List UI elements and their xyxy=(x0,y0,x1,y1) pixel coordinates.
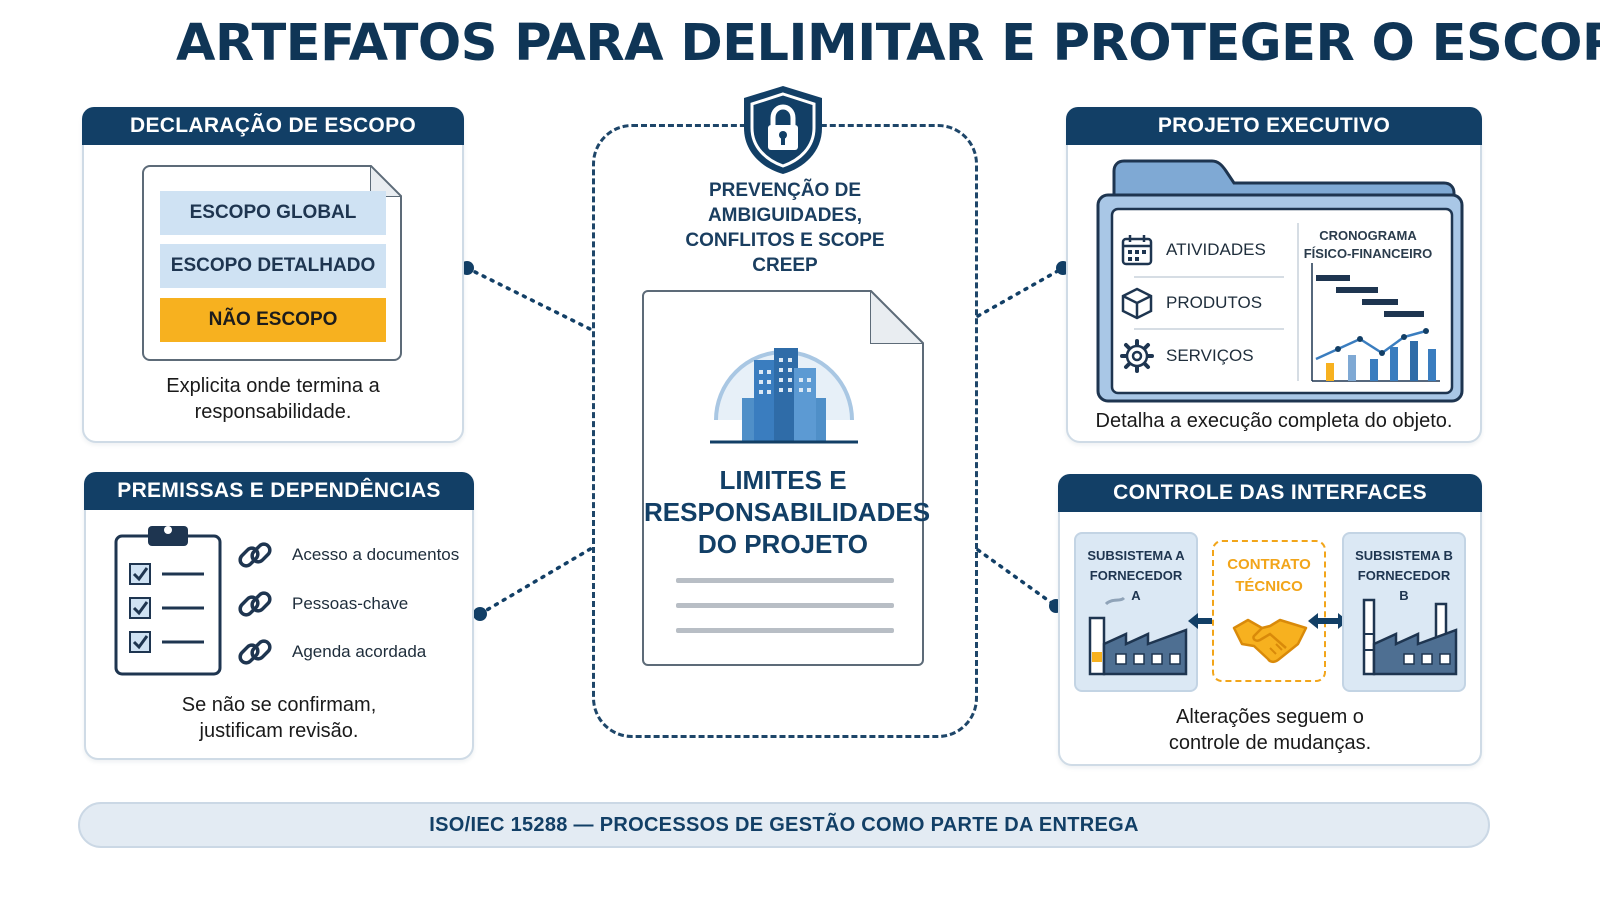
page-fold-icon xyxy=(870,290,924,344)
activities-item: ATIVIDADES xyxy=(1120,233,1280,267)
services-item: SERVIÇOS xyxy=(1120,339,1280,373)
page-title: ARTEFATOS PARA DELIMITAR E PROTEGER O ES… xyxy=(176,14,1600,73)
gear-icon xyxy=(1120,339,1154,373)
products-label: PRODUTOS xyxy=(1166,293,1263,312)
assumptions-caption: Se não se confirmam, justificam revisão. xyxy=(181,694,377,742)
services-label: SERVIÇOS xyxy=(1166,346,1254,365)
interfaces-panel: CONTROLE DAS INTERFACES SUBSISTEMA A FOR… xyxy=(1058,474,1482,766)
page-fold-icon xyxy=(370,165,402,197)
subsystem-b-box: SUBSISTEMA B FORNECEDOR B xyxy=(1342,532,1466,692)
connector-interfaces xyxy=(976,548,1058,608)
dependency-label: Pessoas-chave xyxy=(292,594,409,613)
chain-link-icon xyxy=(238,591,272,617)
products-item: PRODUTOS xyxy=(1120,286,1280,320)
scope-statement-header: DECLARAÇÃO DE ESCOPO xyxy=(82,107,464,145)
gantt-chart-icon xyxy=(1311,263,1440,382)
activities-label: ATIVIDADES xyxy=(1166,240,1266,259)
connector-dot-assumptions xyxy=(473,607,487,621)
global-scope-item: ESCOPO GLOBAL xyxy=(160,191,386,235)
factory-icon xyxy=(1088,596,1188,676)
assumptions-header: PREMISSAS E DEPENDÊNCIAS xyxy=(84,472,474,510)
prevention-text: PREVENÇÃO DE AMBIGUIDADES, CONFLITOS E S… xyxy=(685,180,885,276)
calendar-icon xyxy=(1121,235,1153,266)
folder-icon xyxy=(1096,159,1464,403)
document-line xyxy=(676,578,894,583)
subsystem-b-label: SUBSISTEMA B FORNECEDOR B xyxy=(1355,548,1453,603)
project-document: LIMITES E RESPONSABILIDADES DO PROJETO xyxy=(642,290,931,666)
executive-project-caption: Detalha a execução completa do objeto. xyxy=(1095,410,1453,432)
connector-executive xyxy=(976,266,1065,318)
footer-banner: ISO/IEC 15288 — PROCESSOS DE GESTÃO COMO… xyxy=(78,802,1490,848)
technical-contract-label: CONTRATO TÉCNICO xyxy=(1227,556,1311,595)
document-line xyxy=(676,603,894,608)
connector-scope xyxy=(465,266,594,332)
connector-assumptions xyxy=(478,546,594,616)
document-title: LIMITES E RESPONSABILIDADES DO PROJETO xyxy=(644,465,931,559)
scope-document: ESCOPO GLOBAL ESCOPO DETALHADO NÃO ESCOP… xyxy=(142,165,402,361)
dependency-item: Acesso a documentos xyxy=(236,536,459,574)
detailed-scope-item: ESCOPO DETALHADO xyxy=(160,244,386,288)
shield-lock-icon xyxy=(744,86,822,174)
building-icon xyxy=(710,348,858,444)
technical-contract-box: CONTRATO TÉCNICO xyxy=(1212,540,1326,682)
subsystem-a-box: SUBSISTEMA A FORNECEDOR A xyxy=(1074,532,1198,692)
scope-statement-panel: DECLARAÇÃO DE ESCOPO ESCOPO GLOBAL ESCOP… xyxy=(82,107,464,443)
handshake-icon xyxy=(1232,618,1308,664)
chain-link-icon xyxy=(238,639,272,665)
checklist-clipboard-icon xyxy=(114,526,222,676)
box-icon xyxy=(1121,287,1153,320)
dependency-item: Agenda acordada xyxy=(236,633,426,671)
document-line xyxy=(676,628,894,633)
out-of-scope-item: NÃO ESCOPO xyxy=(160,298,386,342)
assumptions-panel: PREMISSAS E DEPENDÊNCIAS Acesso a docume… xyxy=(84,472,474,760)
chain-link-icon xyxy=(238,542,272,568)
factory-icon xyxy=(1362,598,1458,676)
executive-project-header: PROJETO EXECUTIVO xyxy=(1066,107,1482,145)
interfaces-header: CONTROLE DAS INTERFACES xyxy=(1058,474,1482,512)
scope-statement-caption: Explicita onde termina a responsabilidad… xyxy=(166,375,380,423)
schedule-label: CRONOGRAMA FÍSICO-FINANCEIRO xyxy=(1303,228,1433,261)
dependency-label: Acesso a documentos xyxy=(292,545,460,564)
subsystem-a-label: SUBSISTEMA A FORNECEDOR A xyxy=(1087,548,1185,603)
interfaces-caption: Alterações seguem o controle de mudanças… xyxy=(1168,706,1372,754)
dependency-item: Pessoas-chave xyxy=(236,585,408,623)
dependency-label: Agenda acordada xyxy=(292,642,427,661)
double-arrow-icon xyxy=(1308,613,1348,629)
executive-project-panel: PROJETO EXECUTIVO CRONOGRAMA xyxy=(1066,107,1482,443)
